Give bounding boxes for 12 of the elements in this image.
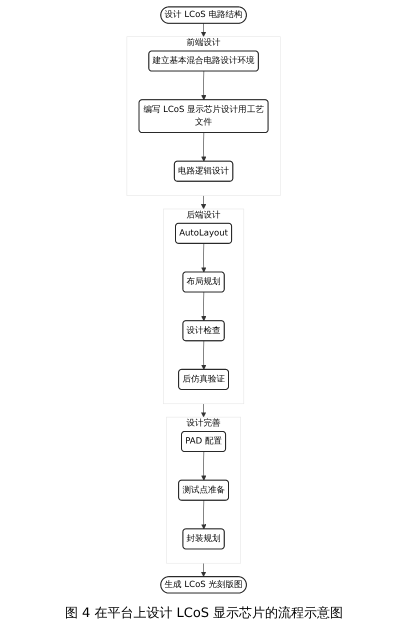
arrow: [201, 403, 207, 418]
arrow: [202, 243, 207, 273]
figure-caption: 图 4 在平台上设计 LCoS 显示芯片的流程示意图: [64, 605, 344, 622]
arrow: [202, 132, 207, 162]
arrow: [202, 500, 207, 530]
arrow: [202, 292, 207, 322]
arrow: [201, 23, 207, 37]
arrow: [202, 71, 207, 100]
arrow: [201, 562, 207, 577]
arrow: [202, 452, 207, 481]
arrow: [202, 340, 207, 370]
arrow: [201, 195, 207, 210]
